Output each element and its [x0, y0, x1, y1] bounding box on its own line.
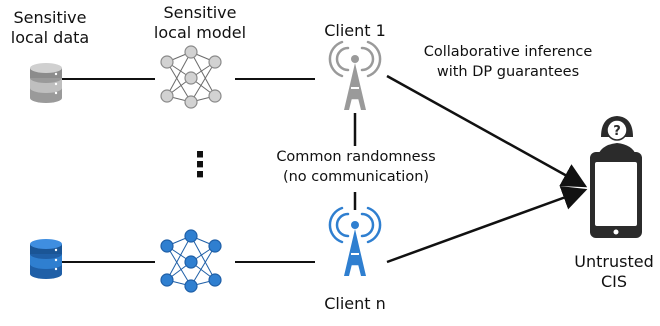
sensitive-local-model-label: Sensitive local model	[140, 3, 260, 43]
label-line: with DP guarantees	[436, 64, 580, 80]
label-line: local model	[153, 23, 247, 42]
antenna-tower-icon	[328, 40, 382, 110]
label-line: CIS	[600, 272, 628, 291]
svg-text:?: ?	[613, 124, 621, 139]
smartphone-icon	[590, 152, 642, 238]
arrow-clientn-to-cis	[386, 185, 588, 264]
untrusted-cis-label: Untrusted CIS	[568, 252, 660, 292]
neural-network-icon	[160, 229, 222, 293]
client-1-label: Client 1	[324, 21, 386, 40]
label-line: local data	[10, 28, 90, 47]
arrow-client1-to-cis	[386, 74, 588, 188]
label-line: Untrusted	[574, 252, 654, 271]
label-line: Common randomness	[276, 149, 436, 165]
client-n-label: Client n	[324, 294, 386, 313]
database-icon	[30, 239, 62, 279]
label-line: Sensitive	[13, 8, 87, 27]
neural-network-icon	[160, 45, 222, 109]
label-line: Collaborative inference	[423, 44, 593, 60]
collaborative-inference-label: Collaborative inference with DP guarante…	[413, 42, 603, 82]
label-line: Sensitive	[163, 3, 237, 22]
label-line: (no communication)	[282, 169, 430, 185]
vertical-ellipsis: ⋮	[183, 145, 217, 185]
antenna-tower-icon	[328, 206, 382, 276]
common-randomness-label: Common randomness (no communication)	[256, 147, 456, 187]
database-icon	[30, 63, 62, 103]
sensitive-local-data-label: Sensitive local data	[4, 8, 96, 48]
